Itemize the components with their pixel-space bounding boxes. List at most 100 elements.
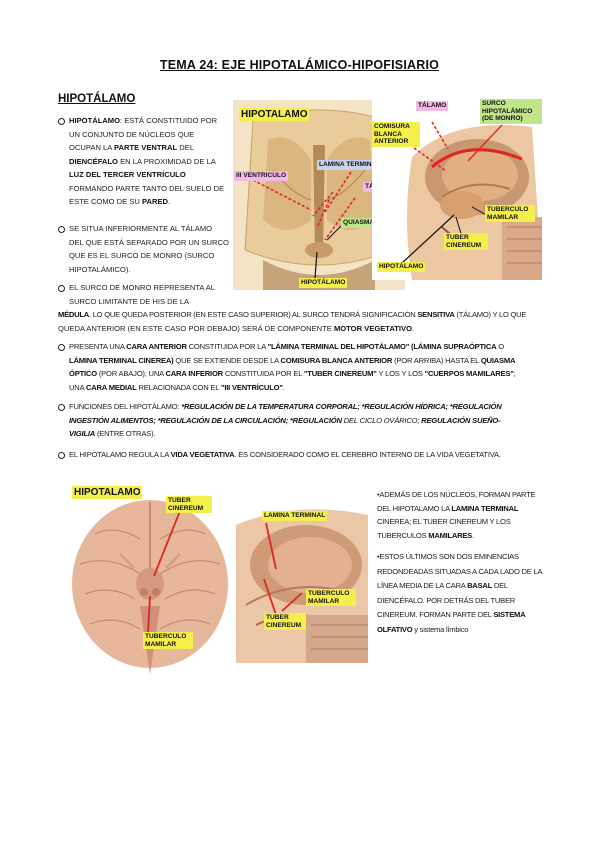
- term: MAMILARES: [428, 530, 472, 540]
- text: OCUPAN LA: [69, 143, 115, 152]
- text: (POR ABAJO); UNA: [96, 369, 166, 378]
- term: MOTOR VEGETATIVO: [333, 323, 413, 333]
- term: MÉDULA: [58, 310, 89, 319]
- bullet-vida-vegetativa: EL HIPOTALAMO REGULA LA VIDA VEGETATIVA.…: [69, 448, 549, 462]
- label-tuber-cinereum: TUBER CINEREUM: [264, 613, 306, 631]
- term: INGESTIÓN ALIMENTOS; *REGULACIÓN DE LA C…: [69, 415, 342, 425]
- label-tuber-cinereum: TUBER CINEREUM: [166, 496, 212, 514]
- text: .: [282, 382, 285, 392]
- term: *REGULACIÓN DE LA TEMPERATURA CORPORAL; …: [181, 402, 502, 411]
- text: DEL: [491, 581, 508, 590]
- term: CARA MEDIAL: [85, 382, 137, 392]
- figure1-title: HIPOTALAMO: [239, 108, 310, 121]
- term: SISTEMA: [493, 610, 526, 619]
- term: LUZ DEL TERCER VENTRÍCULO: [69, 170, 186, 179]
- term: "CUERPOS MAMILARES": [424, 369, 514, 378]
- term: "TUBER CINEREUM": [303, 369, 377, 378]
- term: CARA INFERIOR: [165, 369, 223, 378]
- label-comisura-blanca-anterior: COMISURA BLANCA ANTERIOR: [372, 122, 420, 147]
- text: EL HIPOTALAMO REGULA LA: [69, 450, 171, 459]
- bullet-marker: [58, 452, 65, 459]
- text: DIENCÉFALO. POR DETRÁS DEL TUBER: [377, 595, 516, 605]
- label-surco-hipotalamico: SURCO HIPOTALÁMICO (DE MONRO): [480, 99, 542, 124]
- text: LÍNEA MEDIA DE LA CARA: [377, 581, 468, 590]
- text: SE SITUA INFERIORMENTE AL TÁLAMO: [69, 224, 213, 233]
- text: DEL CICLO OVÁRICO;: [341, 415, 422, 425]
- label-tuberculo-mamilar: TUBERCULO MAMILAR: [485, 205, 535, 223]
- term: "III VENTRÍCULO": [220, 382, 283, 392]
- text: EN LA PROXIMIDAD DE LA: [117, 156, 216, 166]
- text: y sistema límbico: [412, 624, 469, 634]
- text: ;: [513, 369, 516, 378]
- label-lamina-terminal: LAMINA TERMINAL: [262, 511, 328, 521]
- label-lamina-terminal: LAMINA TERMINAL: [317, 160, 383, 170]
- text: . ES CONSIDERADO COMO EL CEREBRO INTERNO…: [234, 450, 501, 459]
- term: REGULACIÓN SUEÑO-: [421, 415, 501, 425]
- bullet-surco-monro-cont: MÉDULA. LO QUE QUEDA POSTERIOR (EN ESTE …: [58, 308, 548, 335]
- text: FORMANDO PARTE TANTO DEL SUELO DE: [69, 183, 225, 193]
- note-nucleos: •ADEMÁS DE LOS NÚCLEOS, FORMAN PARTE DEL…: [377, 488, 549, 542]
- bullet-surco-monro: EL SURCO DE MONRO REPRESENTA AL SURCO LI…: [69, 281, 239, 308]
- bullet-marker: [58, 344, 65, 351]
- label-tuberculo-mamilar: TUBERCULO MAMILAR: [306, 589, 356, 607]
- text: EL SURCO DE MONRO REPRESENTA AL: [69, 283, 216, 292]
- text: HIPOTALÁMICO).: [69, 264, 131, 274]
- text: QUE SE EXTIENDE DESDE LA: [173, 355, 281, 365]
- text: : ESTÁ CONSTITUIDO POR: [120, 116, 218, 125]
- bullet-caras: PRESENTA UNA CARA ANTERIOR CONSTITUIDA P…: [69, 340, 549, 394]
- text: DEL HIPOTALAMO LA: [377, 503, 452, 513]
- term: OLFATIVO: [377, 624, 413, 634]
- text: FUNCIONES DEL HIPOTÁLAMO:: [69, 402, 182, 411]
- term: CARA ANTERIOR: [126, 342, 187, 351]
- text: •ADEMÁS DE LOS NÚCLEOS, FORMAN PARTE: [377, 490, 536, 499]
- text: CONSTITUIDA POR EL: [222, 369, 304, 378]
- text: QUEDA ANTERIOR (EN ESTE CASO POR DEBAJO)…: [58, 323, 334, 333]
- text: .: [412, 323, 415, 333]
- text: PRESENTA UNA: [69, 342, 127, 351]
- note-eminencias: •ESTOS ÚLTIMOS SON DOS EMINENCIAS REDOND…: [377, 550, 549, 637]
- label-iii-ventriculo: III VENTRICULO: [234, 171, 289, 181]
- text: CINEREA; EL TUBER CINEREUM Y LOS: [377, 517, 511, 526]
- text: (POR ARRIBA) HASTA EL: [392, 355, 481, 365]
- text: TUBERCULOS: [377, 530, 429, 540]
- bullet-situacion: SE SITUA INFERIORMENTE AL TÁLAMO DEL QUE…: [69, 222, 239, 276]
- bullet-marker: [58, 285, 65, 292]
- sagittal-section-illustration: [401, 121, 542, 280]
- text: QUE ES EL SURCO DE MONRO (SURCO: [69, 251, 215, 260]
- text: UN CONJUNTO DE NÚCLEOS QUE: [69, 129, 195, 139]
- term: QUIASMA: [480, 355, 516, 365]
- label-hipotalamo: HIPOTÁLAMO: [377, 262, 426, 272]
- term: PARED: [142, 197, 169, 206]
- label-hipotalamo: HIPOTÁLAMO: [299, 278, 348, 288]
- bullet-marker: [58, 404, 65, 411]
- bullet-marker: [58, 118, 65, 125]
- text: .: [472, 530, 474, 540]
- figure-sagittal-section: TÁLAMO SURCO HIPOTALÁMICO (DE MONRO) COM…: [372, 97, 542, 280]
- text: CONSTITUIDA POR LA: [186, 342, 268, 351]
- text: UNA: [69, 382, 86, 392]
- text: . LO QUE QUEDA POSTERIOR (EN ESTE CASO S…: [88, 310, 418, 319]
- text: REDONDEADAS SITUADAS A CADA LADO DE LA: [377, 566, 543, 576]
- bullet-marker: [58, 226, 65, 233]
- text: (ENTRE OTRAS).: [95, 429, 156, 438]
- term: VIGILIA: [69, 429, 96, 438]
- text: RELACIONADA CON EL: [136, 382, 221, 392]
- term: COMISURA BLANCA ANTERIOR: [280, 355, 393, 365]
- text: Y LOS Y LOS: [376, 369, 425, 378]
- text: •ESTOS ÚLTIMOS SON DOS EMINENCIAS: [377, 552, 519, 561]
- term: BASAL: [467, 581, 492, 590]
- section-heading: HIPOTÁLAMO: [58, 93, 136, 105]
- term: DIENCÉFALO: [69, 156, 118, 166]
- term: LAMINA TERMINAL: [451, 503, 519, 513]
- figure-sagittal-detail: LAMINA TERMINAL TUBERCULO MAMILAR TUBER …: [236, 505, 368, 663]
- text: CINEREUM. FORMAN PARTE DEL: [377, 610, 494, 619]
- text: DEL QUE ESTÁ SEPARADO POR UN SURCO: [69, 237, 229, 247]
- sagittal-detail-illustration: [236, 509, 368, 663]
- term: PARTE VENTRAL: [114, 143, 178, 152]
- label-tuberculo-mamilar: TUBERCULO MAMILAR: [143, 632, 193, 650]
- page-title: TEMA 24: EJE HIPOTALÁMICO-HIPOFISIARIO: [159, 58, 440, 72]
- bullet-hipotalamo-definition: HIPOTÁLAMO: ESTÁ CONSTITUIDO POR UN CONJ…: [69, 114, 239, 209]
- term: "LÁMINA TERMINAL DEL HIPOTÁLAMO" (LÁMINA…: [267, 342, 497, 351]
- text: SURCO LIMITANTE DE HIS DE LA: [69, 296, 190, 306]
- label-tuber-cinereum: TUBER CINEREUM: [444, 233, 488, 251]
